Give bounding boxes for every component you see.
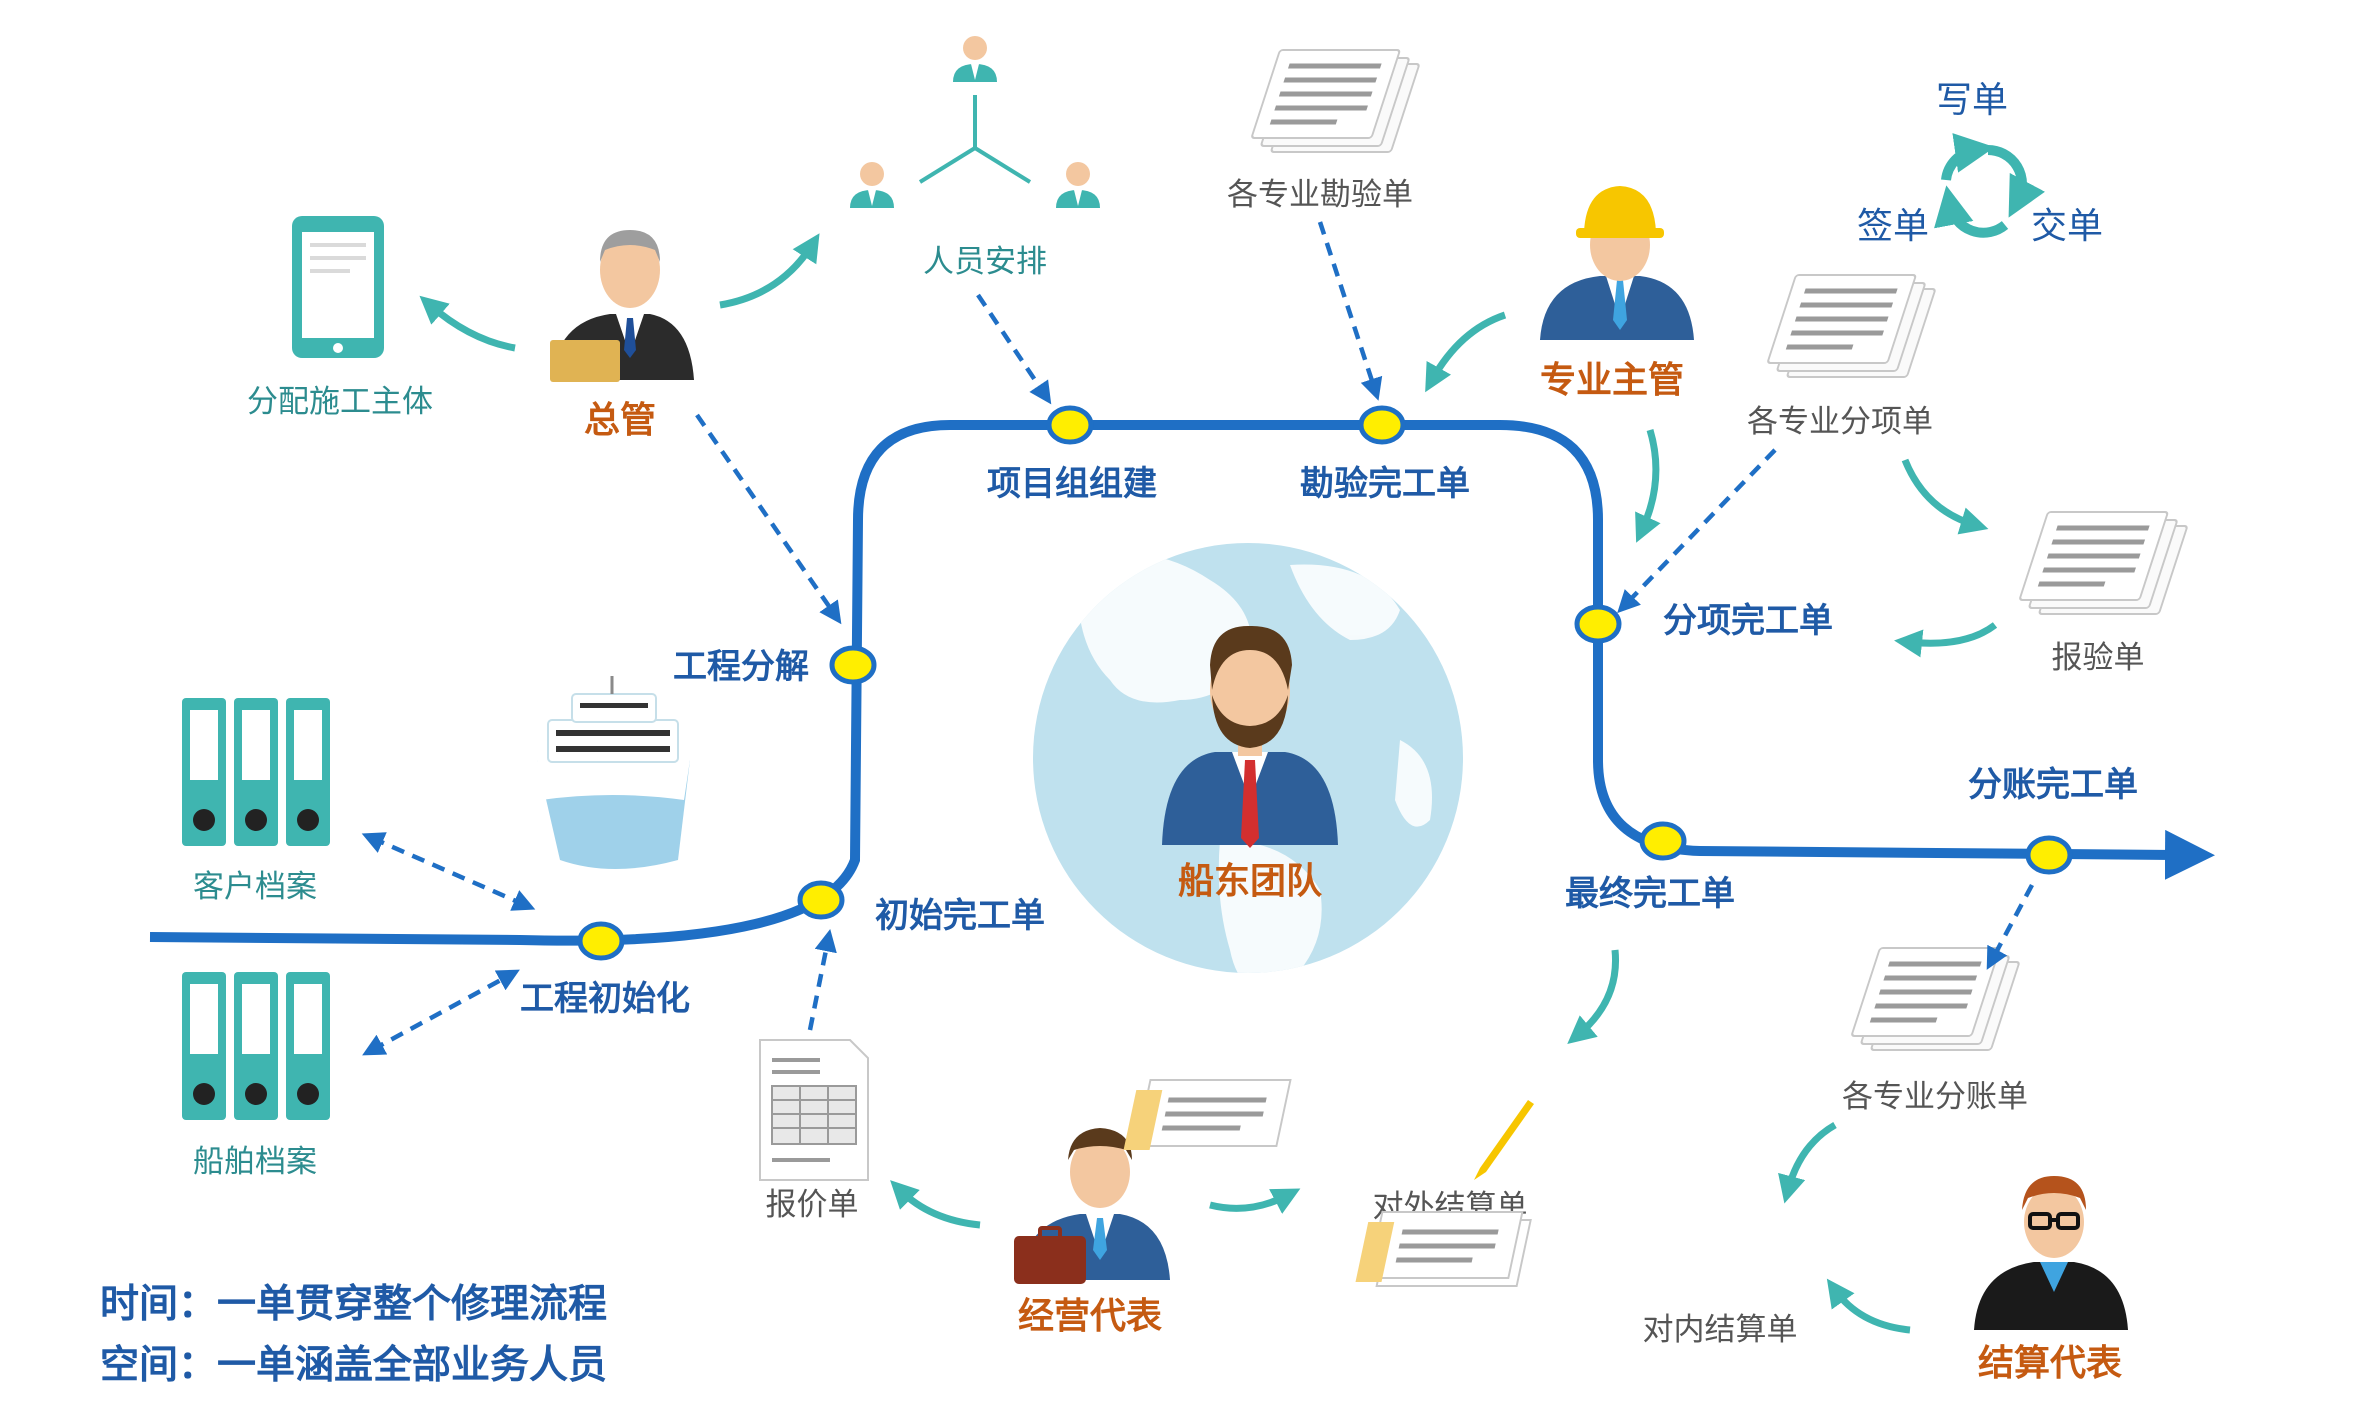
stage-label-eng-decompose: 工程分解	[673, 647, 809, 687]
doc-staffing: 人员安排	[923, 244, 1047, 280]
customer-archive-binders-icon	[182, 698, 330, 846]
specialist-supervisor-avatar	[1540, 186, 1694, 340]
doc-assign-unit: 分配施工主体	[247, 384, 433, 420]
stage-label-split-order: 分账完工单	[1968, 765, 2138, 805]
doc-ship-archive: 船舶档案	[193, 1144, 317, 1180]
cycle-write: 写单	[1936, 80, 2008, 121]
arrow-gm-to-staffing	[719, 233, 820, 309]
cycle-submit: 交单	[2031, 206, 2103, 247]
dashed-split-to-sheets	[1986, 883, 2034, 970]
node-item-order[interactable]	[1574, 604, 1622, 644]
node-split-order[interactable]	[2025, 835, 2073, 875]
arrow-supervisor-to-item	[1635, 428, 1661, 543]
cycle-sign: 签单	[1857, 206, 1929, 247]
role-settlement-rep: 结算代表	[1978, 1343, 2122, 1384]
arrow-final-to-external	[1567, 949, 1620, 1044]
cycle-arrows-icon	[1934, 133, 2046, 238]
role-general-manager: 总管	[584, 400, 656, 441]
dashed-gm-to-decompose	[695, 413, 842, 625]
footer-time-line: 时间：一单贯穿整个修理流程	[100, 1282, 607, 1327]
dashed-survey-to-node	[1317, 221, 1383, 401]
stage-label-survey-order: 勘验完工单	[1300, 464, 1470, 504]
node-initial-order[interactable]	[797, 880, 845, 920]
stage-label-project-team: 项目组组建	[987, 464, 1157, 504]
split-sheets-icon	[1851, 948, 2019, 1050]
inspection-report-icon	[2019, 512, 2187, 614]
stage-label-eng-init: 工程初始化	[520, 979, 690, 1019]
arrow-rep-to-quotation	[890, 1180, 981, 1229]
survey-sheets-icon	[1251, 50, 1419, 152]
dashed-quotation-to-initial	[807, 928, 837, 1031]
doc-quotation: 报价单	[766, 1187, 859, 1223]
stage-label-item-order: 分项完工单	[1663, 601, 1833, 641]
node-eng-decompose[interactable]	[829, 645, 877, 685]
staffing-people-icon	[850, 36, 1100, 208]
arrow-item-to-inspection	[1901, 458, 1989, 535]
role-shipowner-team: 船东团队	[1178, 861, 1323, 902]
ship-archive-binders-icon	[182, 972, 330, 1120]
doc-survey-sheets: 各专业勘验单	[1227, 177, 1413, 213]
arrow-split-to-internal	[1778, 1121, 1837, 1204]
node-survey-order[interactable]	[1358, 405, 1406, 445]
arrow-supervisor-to-survey	[1425, 311, 1507, 393]
stage-label-initial-order: 初始完工单	[875, 896, 1045, 936]
internal-settlement-icon	[1355, 1211, 1532, 1287]
dashed-staffing-to-project	[976, 293, 1052, 405]
node-eng-init[interactable]	[577, 921, 625, 961]
doc-internal-settlement: 对内结算单	[1643, 1312, 1798, 1348]
arrow-rep-to-external	[1209, 1188, 1301, 1214]
quotation-icon	[759, 1039, 869, 1181]
dashed-customer-archive	[361, 832, 536, 911]
doc-inspection-report: 报验单	[2052, 640, 2145, 676]
general-manager-avatar	[550, 230, 694, 382]
process-track	[149, 420, 2215, 946]
arrow-rep-to-internal	[1826, 1278, 1911, 1334]
doc-customer-archive: 客户档案	[193, 869, 317, 905]
external-settlement-icon	[1123, 1079, 1534, 1180]
tablet-icon	[292, 216, 384, 358]
role-business-rep: 经营代表	[1018, 1296, 1162, 1337]
doc-item-sheets: 各专业分项单	[1747, 404, 1933, 440]
node-project-team[interactable]	[1046, 405, 1094, 445]
arrow-gm-to-tablet	[419, 295, 516, 352]
arrow-inspection-to-item	[1894, 622, 1998, 658]
settlement-rep-avatar	[1974, 1176, 2128, 1330]
dashed-ship-archive	[362, 969, 520, 1056]
business-rep-avatar	[1014, 1128, 1170, 1284]
ship-icon	[537, 676, 690, 869]
footer-space-line: 空间：一单涵盖全部业务人员	[100, 1343, 607, 1388]
node-final-order[interactable]	[1639, 821, 1687, 861]
role-specialist-supervisor: 专业主管	[1540, 360, 1684, 401]
item-sheets-icon	[1767, 275, 1935, 377]
dashed-itemsheets-to-node	[1617, 448, 1777, 614]
stage-label-final-order: 最终完工单	[1565, 874, 1735, 914]
doc-split-sheets: 各专业分账单	[1842, 1079, 2028, 1115]
shipowner-avatar	[1162, 625, 1338, 848]
